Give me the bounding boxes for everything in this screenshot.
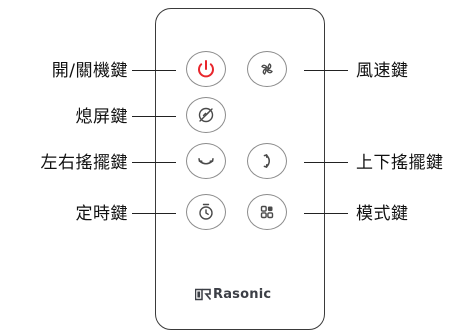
fan-speed-button[interactable]: [247, 51, 287, 87]
label-power: 開/關機鍵: [51, 61, 128, 81]
rasonic-logo-mark: [195, 288, 211, 301]
power-icon: [198, 60, 214, 78]
leader-line-light-off: [132, 116, 176, 117]
mode-icon: [260, 205, 274, 219]
leader-line-power: [132, 70, 176, 71]
leader-line-fan-speed: [304, 70, 348, 71]
mode-button[interactable]: [247, 194, 287, 230]
swing-vertical-icon: [263, 154, 270, 168]
leader-line-swing-vertical: [304, 162, 348, 163]
label-mode: 模式鍵: [356, 204, 409, 224]
light-off-button[interactable]: [186, 97, 226, 133]
label-fan-speed: 風速鍵: [356, 61, 409, 81]
label-swing-horizontal: 左右搖擺鍵: [40, 153, 128, 173]
timer-icon: [199, 203, 213, 220]
label-timer: 定時鍵: [75, 204, 128, 224]
light-off-icon: [198, 107, 214, 123]
power-button[interactable]: [186, 51, 226, 87]
swing-vertical-button[interactable]: [247, 143, 287, 179]
remote-control-body: [155, 8, 325, 330]
label-swing-vertical: 上下搖擺鍵: [356, 153, 444, 173]
swing-horizontal-button[interactable]: [186, 143, 226, 179]
leader-line-timer: [132, 213, 176, 214]
leader-line-swing-horizontal: [132, 162, 176, 163]
swing-horizontal-icon: [198, 158, 214, 165]
leader-line-mode: [304, 213, 348, 214]
timer-button[interactable]: [186, 194, 226, 230]
rasonic-logo-text: Rasonic: [213, 287, 272, 302]
label-light-off: 熄屏鍵: [75, 107, 128, 127]
fan-icon: [261, 63, 273, 75]
rasonic-logo: Rasonic: [195, 287, 271, 302]
